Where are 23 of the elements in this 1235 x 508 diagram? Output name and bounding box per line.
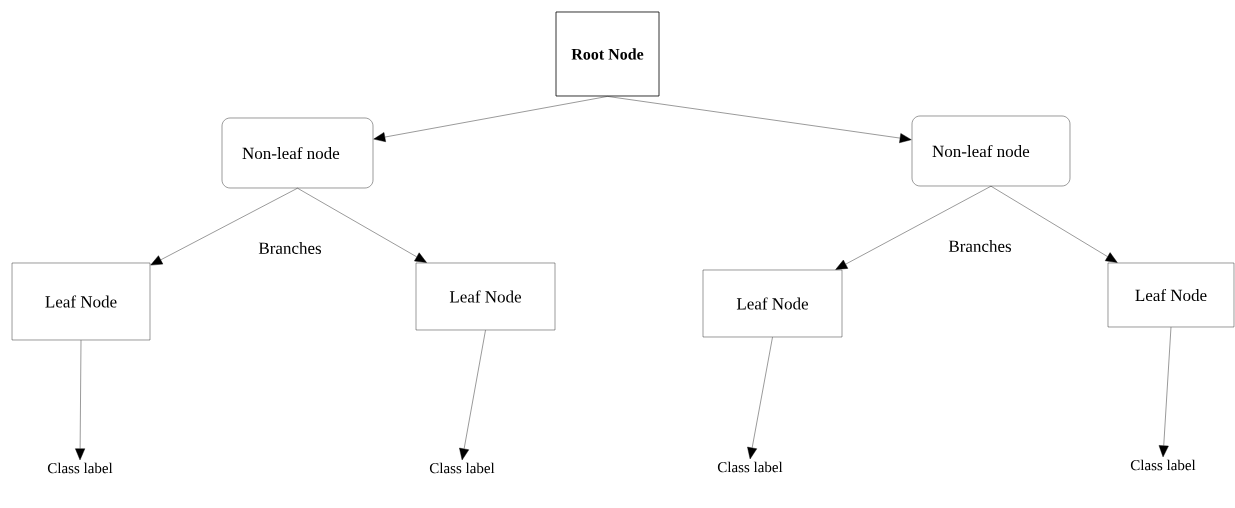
leaf-box: Leaf Node: [415, 262, 556, 331]
arrow: [150, 188, 298, 266]
node-box: Non-leaf node: [221, 117, 374, 189]
leaf-box: Leaf Node: [702, 269, 843, 338]
arrow: [297, 188, 427, 263]
root-box: Root Node: [555, 11, 660, 97]
arrow: [373, 96, 608, 142]
class-label: Class label: [429, 462, 495, 474]
arrow: [607, 96, 912, 143]
class-label: Class label: [47, 462, 113, 474]
arrow: [747, 337, 773, 460]
arrow: [459, 330, 486, 461]
arrow: [1158, 327, 1172, 458]
branch-label: Branches: [258, 242, 322, 254]
leaf-box: Leaf Node: [1107, 262, 1235, 328]
node-box: Non-leaf node: [911, 115, 1071, 187]
class-label: Class label: [717, 461, 783, 473]
class-label: Class label: [1130, 459, 1196, 471]
branch-label: Branches: [948, 240, 1011, 252]
arrow: [990, 186, 1118, 263]
arrow: [75, 340, 86, 461]
arrow: [835, 186, 992, 270]
leaf-box: Leaf Node: [11, 262, 151, 341]
